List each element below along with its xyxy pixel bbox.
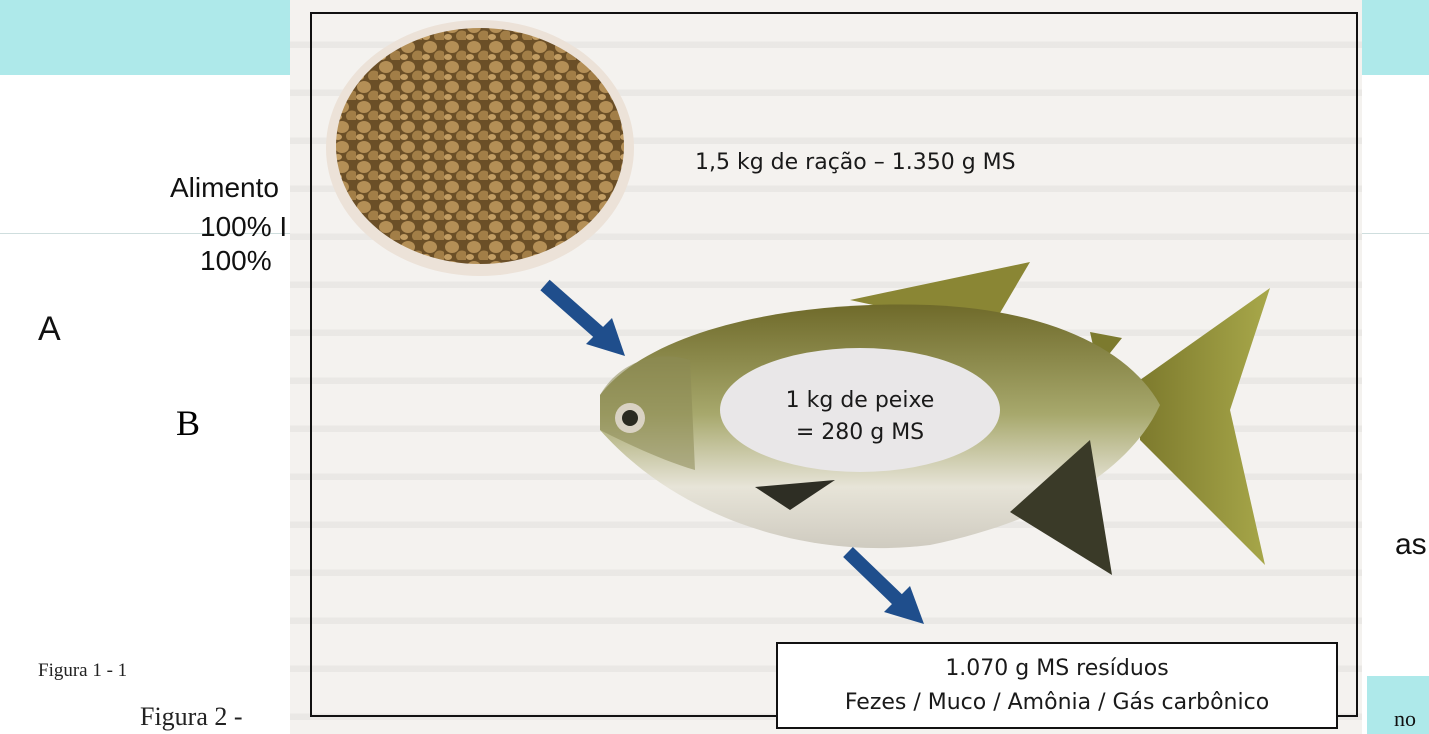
feed-pellets-image	[326, 20, 634, 276]
right-text-fragment: as	[1395, 528, 1427, 562]
food-label-line2: 100% I	[200, 211, 287, 243]
waste-line2: Fezes / Muco / Amônia / Gás carbônico	[777, 686, 1337, 720]
bottom-right-text-fragment: no	[1394, 706, 1416, 732]
figure-caption-2: Figura 2 -	[140, 702, 243, 732]
fish-weight-line2: = 280 g MS	[760, 417, 960, 449]
food-label-line1: Alimento	[170, 172, 279, 204]
arrow-fish-to-waste	[848, 552, 924, 624]
waste-label: 1.070 g MS resíduos Fezes / Muco / Amôni…	[777, 652, 1337, 720]
feed-conversion-diagram: 1,5 kg de ração – 1.350 g MS 1 kg de pei…	[290, 0, 1362, 734]
letter-a: A	[38, 310, 61, 349]
figure-caption-1: Figura 1 - 1	[38, 660, 127, 682]
letter-b: B	[176, 402, 200, 444]
feed-amount-label: 1,5 kg de ração – 1.350 g MS	[695, 150, 1016, 175]
arrow-feed-to-fish	[545, 285, 625, 356]
fish-weight-line1: 1 kg de peixe	[760, 385, 960, 417]
food-label-line3: 100%	[200, 245, 272, 277]
waste-line1: 1.070 g MS resíduos	[777, 652, 1337, 686]
diagram-graphics	[290, 0, 1362, 734]
fish-weight-label: 1 kg de peixe = 280 g MS	[760, 385, 960, 449]
